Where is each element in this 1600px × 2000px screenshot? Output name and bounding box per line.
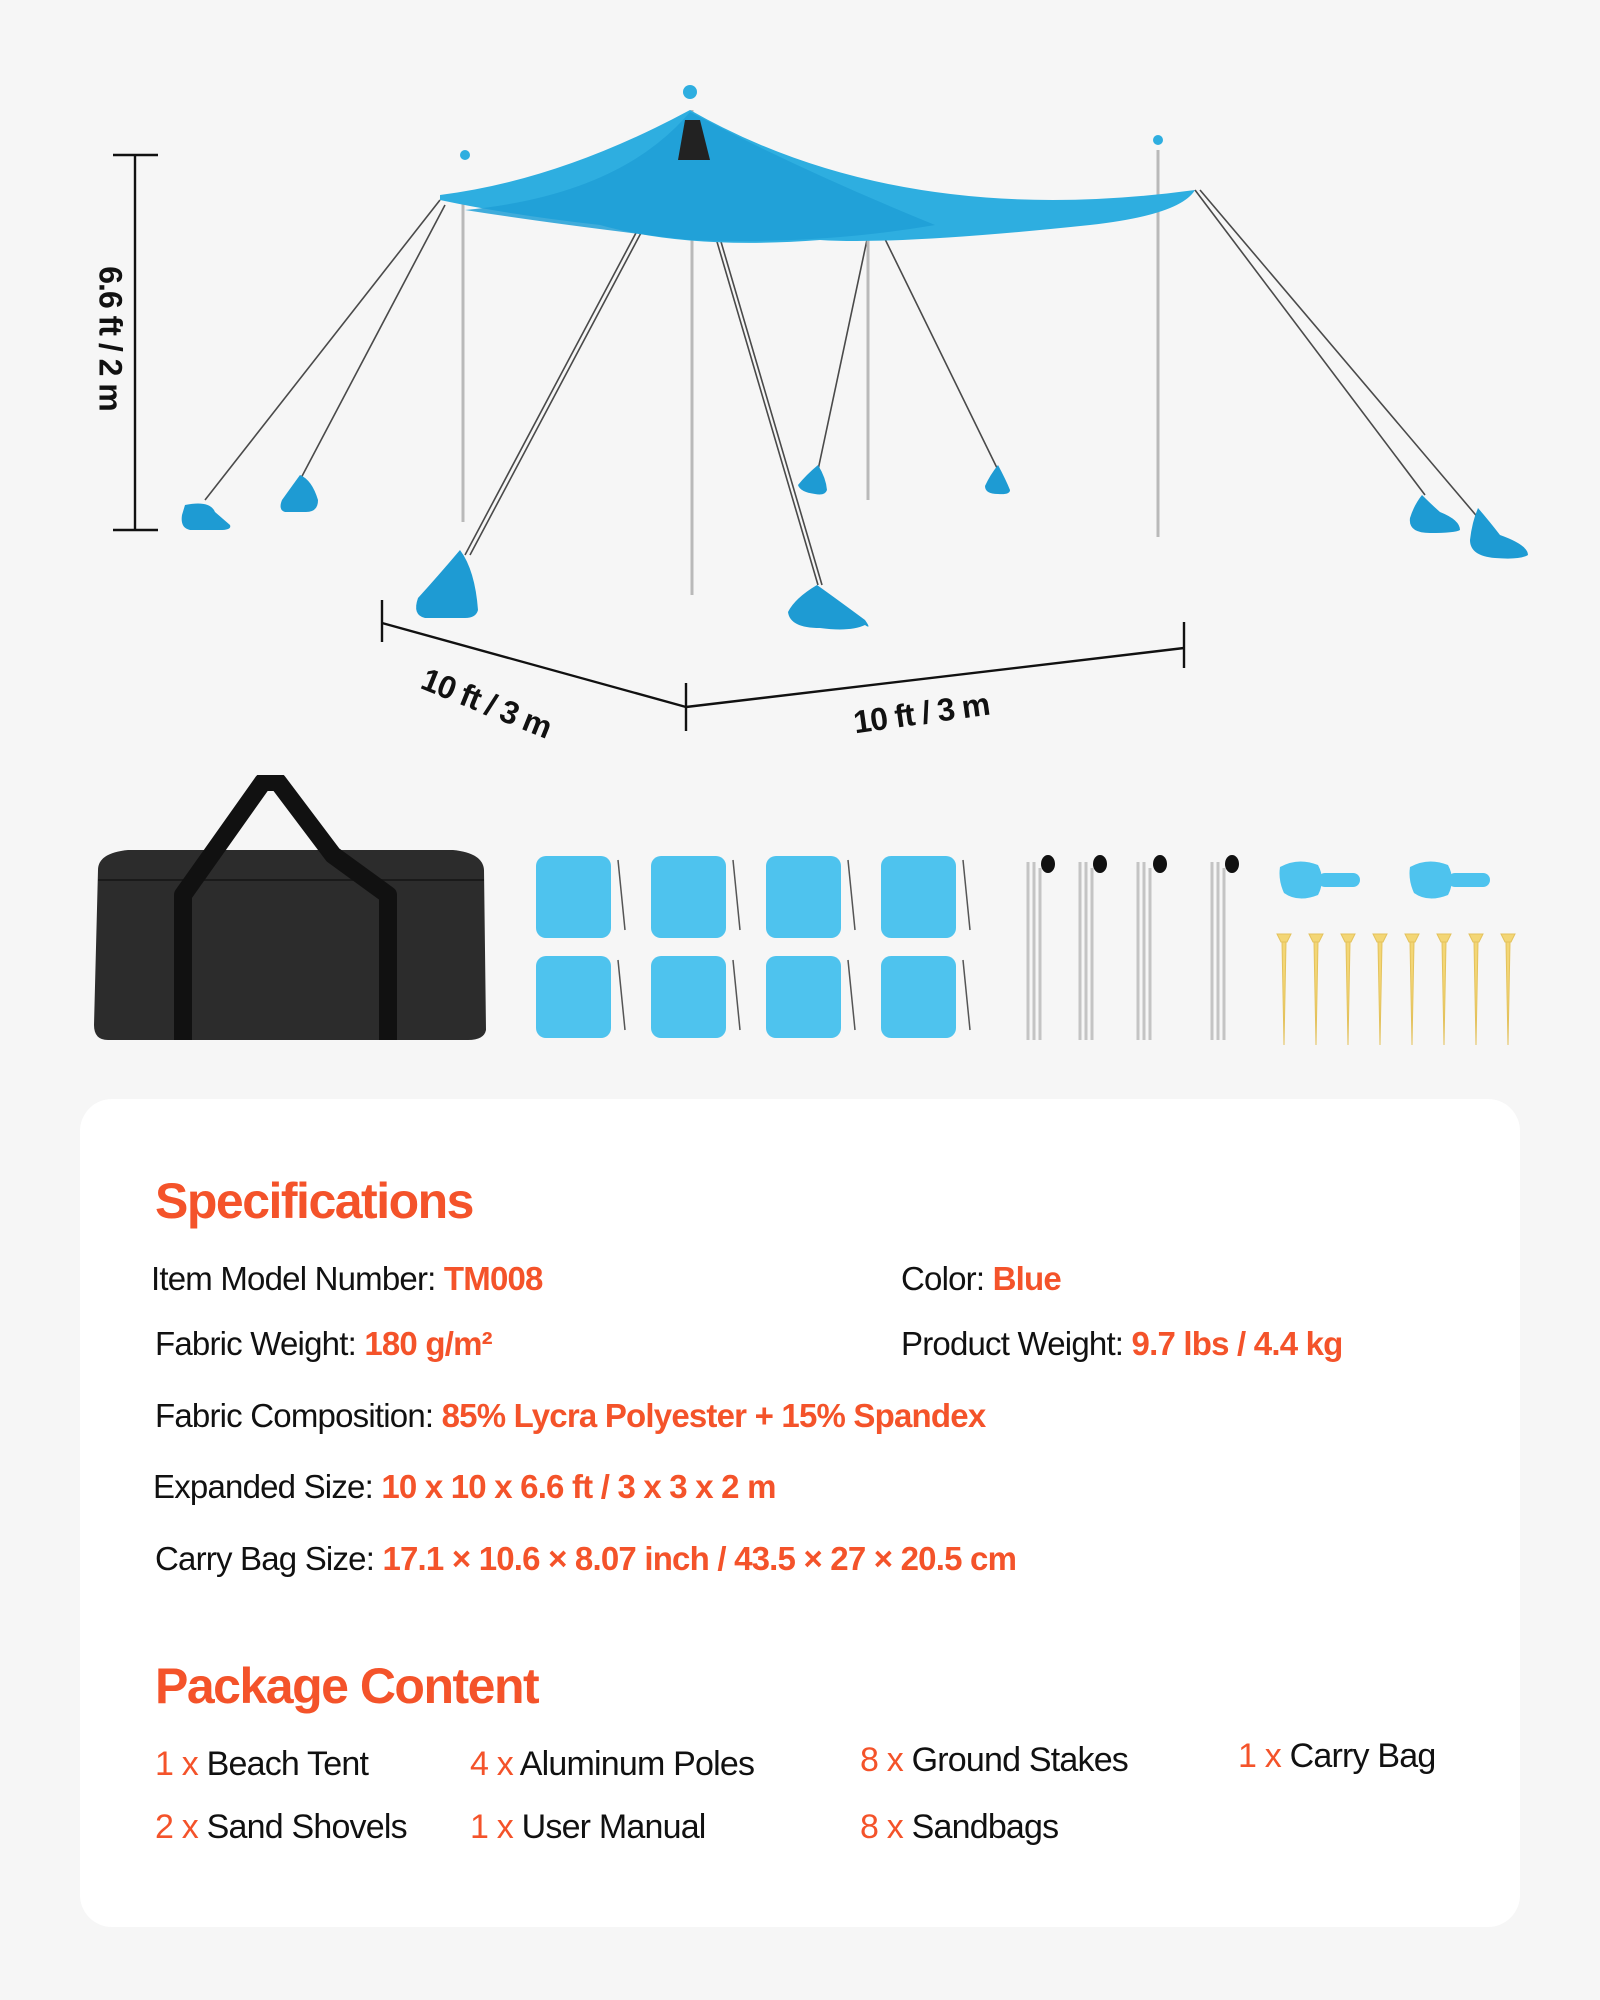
specifications-title: Specifications <box>155 1173 475 1229</box>
carry-bag-icon <box>94 775 486 1040</box>
package-name: User Manual <box>521 1808 707 1846</box>
spec-fabric-weight: Fabric Weight: 180 g/m² <box>155 1325 493 1363</box>
package-qty: 2 x <box>155 1808 207 1846</box>
ground-stakes-icon <box>1276 933 1516 1046</box>
aluminum-poles-icon <box>1026 855 1239 1040</box>
package-qty: 8 x <box>860 1741 912 1779</box>
package-item: 4 x Aluminum Poles <box>470 1745 755 1784</box>
spec-label: Fabric Composition: <box>155 1397 442 1434</box>
package-name: Carry Bag <box>1289 1737 1437 1775</box>
package-name: Aluminum Poles <box>519 1745 755 1783</box>
spec-value: 10 x 10 x 6.6 ft / 3 x 3 x 2 m <box>381 1468 776 1505</box>
spec-item-model-number: Item Model Number: TM008 <box>151 1260 543 1298</box>
spec-label: Color: <box>901 1260 993 1297</box>
spec-value: 85% Lycra Polyester + 15% Spandex <box>441 1397 987 1434</box>
sand-shovels-icon <box>1279 861 1490 899</box>
package-name: Sand Shovels <box>206 1808 408 1846</box>
package-content-title: Package Content <box>155 1658 540 1714</box>
spec-fabric-composition: Fabric Composition: 85% Lycra Polyester … <box>155 1397 987 1435</box>
spec-expanded-size: Expanded Size: 10 x 10 x 6.6 ft / 3 x 3 … <box>153 1468 776 1506</box>
spec-label: Item Model Number: <box>151 1260 444 1297</box>
spec-carry-bag-size: Carry Bag Size: 17.1 × 10.6 × 8.07 inch … <box>155 1540 1017 1578</box>
spec-value: 180 g/m² <box>364 1325 492 1362</box>
spec-label: Product Weight: <box>901 1325 1132 1362</box>
package-item: 8 x Sandbags <box>860 1808 1060 1847</box>
spec-value: TM008 <box>443 1260 544 1297</box>
spec-product-weight: Product Weight: 9.7 lbs / 4.4 kg <box>901 1325 1343 1363</box>
spec-label: Fabric Weight: <box>155 1325 365 1362</box>
spec-label: Expanded Size: <box>153 1468 382 1505</box>
package-name: Ground Stakes <box>911 1741 1129 1779</box>
package-qty: 1 x <box>155 1745 207 1783</box>
package-item: 2 x Sand Shovels <box>155 1808 408 1847</box>
spec-value: Blue <box>992 1260 1062 1297</box>
spec-label: Carry Bag Size: <box>155 1540 383 1577</box>
spec-value: 9.7 lbs / 4.4 kg <box>1131 1325 1344 1362</box>
package-qty: 1 x <box>470 1808 522 1846</box>
package-qty: 4 x <box>470 1745 520 1783</box>
spec-color: Color: Blue <box>901 1260 1062 1298</box>
package-item: 1 x Beach Tent <box>155 1745 369 1784</box>
package-name: Sandbags <box>911 1808 1060 1846</box>
package-item: 8 x Ground Stakes <box>860 1741 1129 1780</box>
package-qty: 1 x <box>1238 1737 1290 1775</box>
spec-value: 17.1 × 10.6 × 8.07 inch / 43.5 × 27 × 20… <box>382 1540 1017 1577</box>
package-item: 1 x User Manual <box>470 1808 706 1847</box>
height-dimension-label: 6.6 ft / 2 m <box>92 266 129 411</box>
package-name: Beach Tent <box>206 1745 369 1783</box>
package-qty: 8 x <box>860 1808 912 1846</box>
spec-card <box>80 1099 1520 1927</box>
beach-tent-icon <box>113 85 1528 731</box>
package-item: 1 x Carry Bag <box>1238 1737 1437 1776</box>
sandbag-pouches-icon <box>536 856 971 1038</box>
